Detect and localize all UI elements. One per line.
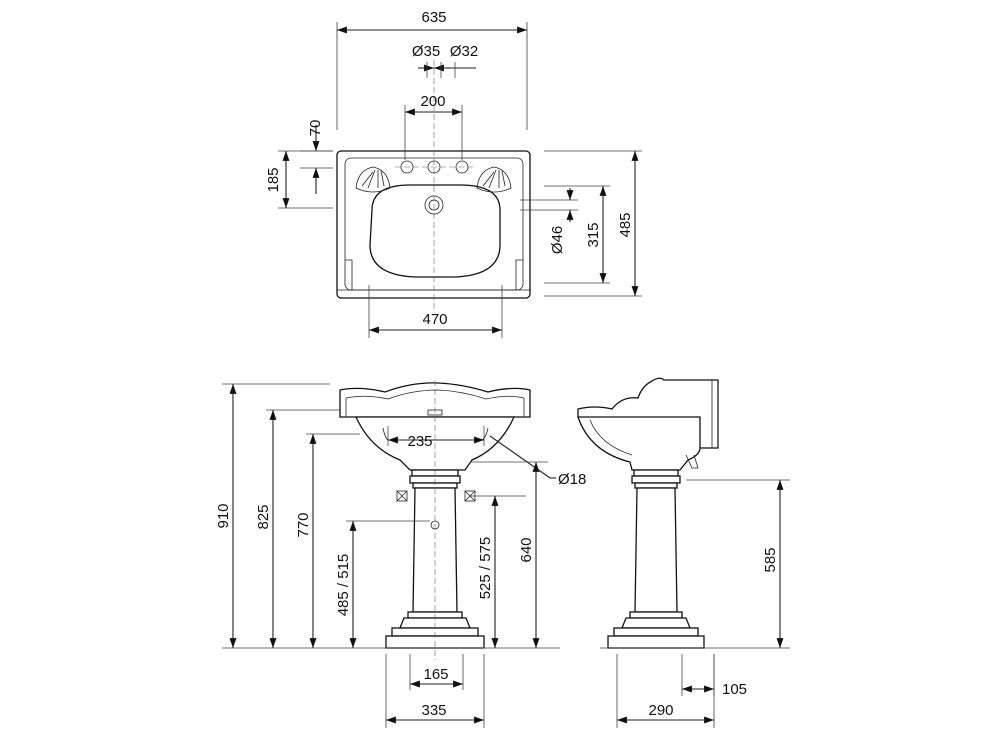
dim-tap-spacing: 200 (420, 93, 445, 110)
plan-view: 635 Ø35 Ø32 200 70 185 Ø46 (265, 9, 642, 338)
pedestal-side (607, 469, 705, 649)
bowl-outline (369, 184, 501, 278)
dim-bowl-bottom-height: 770 (295, 512, 312, 537)
side-elevation: 585 105 290 (577, 377, 790, 728)
dim-overall-height: 910 (215, 503, 232, 528)
dim-base-side-depth: 290 (648, 702, 673, 719)
shell-ornament-right (476, 166, 512, 193)
dim-trap-hole: Ø18 (558, 471, 586, 488)
dim-supply-height: 485 / 515 (335, 554, 352, 617)
dim-pedestal-side-height: 585 (762, 547, 779, 572)
dim-waste-height: 315 (585, 222, 602, 247)
dim-pedestal-front-width: 165 (423, 666, 448, 683)
dim-bowl-front: 185 (265, 167, 282, 192)
dim-tap-setback: 70 (307, 120, 324, 137)
shell-ornament-left (355, 166, 391, 193)
dim-fixing-height: 525 / 575 (477, 537, 494, 600)
dim-top-width: 635 (421, 9, 446, 26)
dim-tap-hole-left: Ø35 (412, 43, 440, 60)
dim-bracket-spacing: 235 (407, 433, 432, 450)
dim-bowl-width: 470 (422, 311, 447, 328)
bowl-side (577, 416, 701, 471)
dim-wall-offset: 105 (722, 681, 747, 698)
dim-tap-hole-right: Ø32 (450, 43, 478, 60)
dim-waste-hole: Ø46 (549, 226, 566, 254)
front-elevation: 910 825 770 485 / 515 235 Ø18 525 / 575 … (215, 380, 586, 728)
dim-rim-height: 825 (255, 504, 272, 529)
dim-base-front-width: 335 (421, 702, 446, 719)
dim-overall-depth: 485 (617, 212, 634, 237)
dim-waste-outlet-height: 640 (518, 537, 535, 562)
